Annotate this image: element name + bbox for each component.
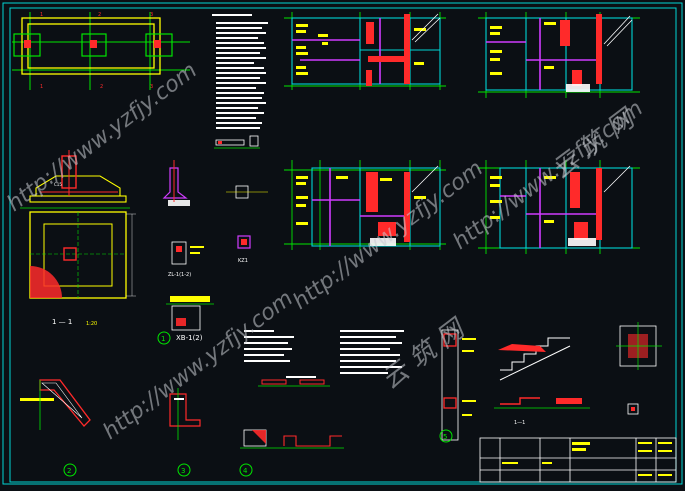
column-detail-kz: KZ1 [226,185,268,264]
structural-notes [340,330,404,374]
column-detail-label: ZL-1(1-2) [168,272,191,278]
detail-1-beam-section: 1 XB-1(2) [157,296,214,345]
svg-text:2: 2 [98,12,101,18]
drawing-frame [2,2,683,485]
lintel-detail [258,379,330,387]
svg-text:3: 3 [150,84,153,90]
watermark-cn-1: 云 筑 网 [546,103,642,186]
floor-plan-4 [478,160,640,254]
floor-plan-1 [284,12,446,90]
detail-1-number: 1 [161,335,165,343]
column-footing-detail [162,160,190,206]
detail-2-number: 2 [67,467,71,475]
svg-text:1: 1 [40,12,43,18]
floor-plan-2 [478,12,640,98]
detail-5-section: 5 [439,329,476,443]
kz-label: KZ1 [238,258,248,264]
scale-label: 1:20 [86,321,97,327]
stair-plan-detail [616,322,662,415]
detail-4-number: 4 [243,467,248,475]
detail-3-number: 3 [181,467,185,475]
watermark-text-3: http://www.yzfjy.com [99,286,298,445]
stair-section-label: 1—1 [514,420,525,426]
detail-5-number: 5 [443,433,447,441]
general-notes [212,14,268,129]
svg-text:C15: C15 [54,182,62,187]
detail-3-section: 3 [169,388,201,477]
column-detail-zl: ZL-1(1-2) [168,241,204,278]
title-block-fills [502,442,672,476]
beam-detail-small [214,135,260,149]
floor-plan-3 [284,160,446,250]
svg-text:3: 3 [150,12,153,18]
detail-4-section: 4 [239,429,344,477]
foundation-plan: 1 2 3 1 2 3 [12,12,190,90]
rebar-notes [244,330,316,378]
watermark-text-1: http://www.yzfjy.com [3,58,202,217]
watermarks: http://www.yzfjy.com http://www.yzfjy.co… [3,58,648,445]
stair-section: 1—1 [494,337,590,426]
footing-section: C15 [20,150,130,209]
svg-text:1: 1 [40,84,43,90]
svg-text:2: 2 [100,84,103,90]
detail-2-section: 2 [20,379,91,477]
section-1-1-label: 1 — 1 [52,318,72,326]
detail-1-caption: XB-1(2) [176,334,203,342]
title-block [479,437,677,483]
footing-plan: 1 — 1 1:20 [29,211,136,327]
